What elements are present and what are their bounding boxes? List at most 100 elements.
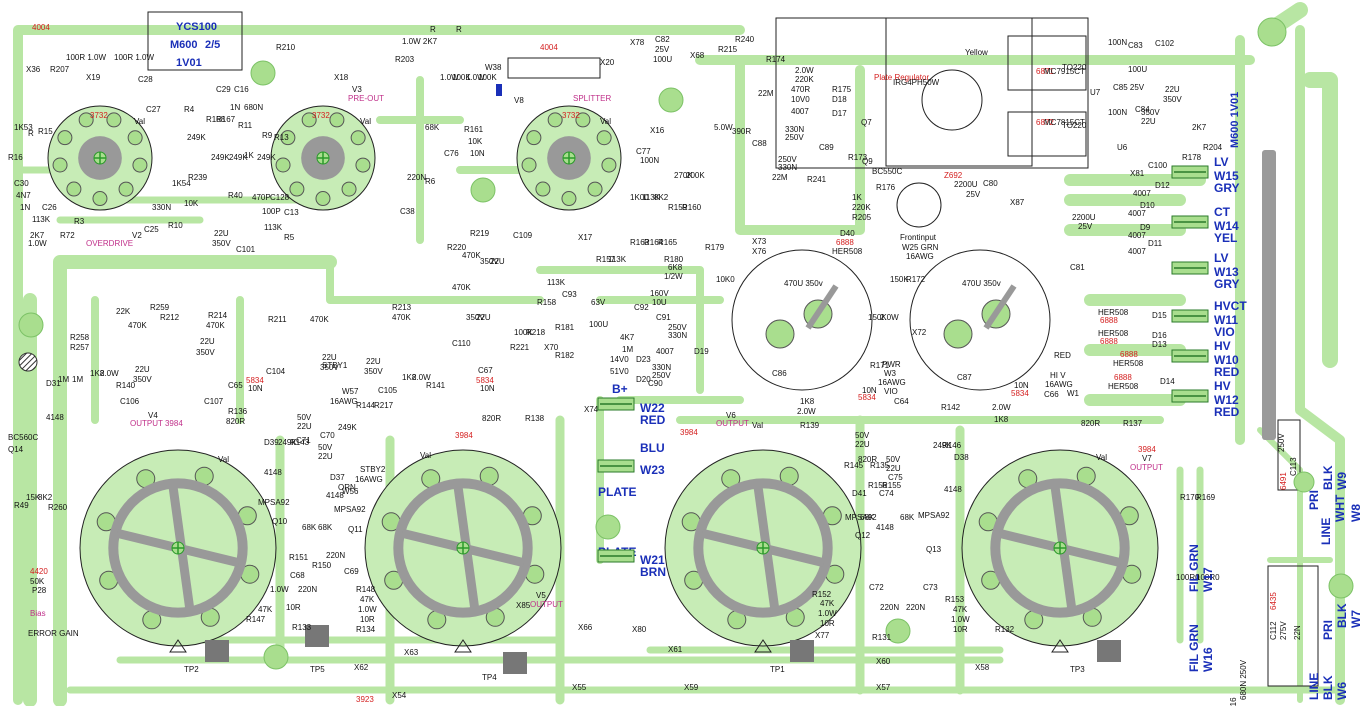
- tube-pin-pad: [596, 130, 612, 146]
- component-label: R72: [60, 231, 75, 240]
- component-label: Val: [600, 117, 611, 126]
- component-label: R170: [1180, 493, 1200, 502]
- component-label: 16AWG: [878, 378, 906, 387]
- tube-pin-pad: [275, 157, 291, 173]
- component-label: R11: [238, 121, 253, 130]
- component-label: 22U: [1141, 117, 1156, 126]
- component-label: V2: [132, 231, 142, 240]
- component-label: 1.0W: [358, 605, 377, 614]
- component-label: 6888: [1120, 350, 1138, 359]
- component-label: R203: [395, 55, 415, 64]
- w7-label: W7: [1349, 610, 1363, 628]
- component-label: 2K7: [1192, 123, 1207, 132]
- component-label: 15K: [26, 493, 41, 502]
- wire-terminal-w21: W21 BRN: [597, 549, 666, 579]
- component-label: D9: [1140, 223, 1151, 232]
- component-label: 50V: [886, 455, 901, 464]
- component-label: R178: [1182, 153, 1202, 162]
- component-label: W3: [884, 369, 897, 378]
- component-label: 1M: [622, 345, 633, 354]
- component-label: 220N: [298, 585, 317, 594]
- tube-pin-pad: [350, 130, 366, 146]
- component-label: 16AWG: [355, 475, 383, 484]
- component-label: C25: [144, 225, 159, 234]
- tube-pin-pad: [106, 112, 122, 128]
- component-label: 220N: [326, 551, 345, 560]
- component-label: Val: [752, 421, 763, 430]
- tube-retainer-ring: [693, 478, 833, 618]
- component-label: C67: [478, 366, 493, 375]
- component-label: R181: [555, 323, 575, 332]
- component-label: 3732: [312, 111, 330, 120]
- component-label: 4004: [32, 23, 50, 32]
- component-label: D18: [832, 95, 847, 104]
- filter-cap-clip: [983, 284, 1017, 330]
- fil-grn2-label: FIL GRN: [1187, 624, 1201, 672]
- component-label: 68K: [318, 523, 333, 532]
- component-label: Q14: [8, 445, 24, 454]
- tube-pin-pad: [561, 191, 577, 207]
- component-label: 25V: [966, 190, 981, 199]
- component-label: C81: [1070, 263, 1085, 272]
- w17-label: W17: [1201, 567, 1215, 592]
- wire-terminal-net: CT: [1214, 205, 1231, 219]
- component-label: X80: [632, 625, 647, 634]
- component-label: 25V: [655, 45, 670, 54]
- component-label: Q12: [855, 531, 871, 540]
- component-label: 1K8: [800, 397, 815, 406]
- component-label: R15: [38, 127, 53, 136]
- component-label: C16: [234, 85, 249, 94]
- component-label: 2.0W: [100, 369, 119, 378]
- wire-terminal-color: RED: [1214, 365, 1240, 379]
- component-label: C109: [513, 231, 533, 240]
- component-label: 10K0: [716, 275, 735, 284]
- component-label: R137: [1123, 419, 1143, 428]
- component-label: 6888: [1100, 337, 1118, 346]
- component-label: 2K7: [30, 231, 45, 240]
- component-label: X76: [752, 247, 767, 256]
- component-label: X78: [630, 38, 645, 47]
- c112-label: C112: [1269, 621, 1278, 640]
- component-label: C68: [290, 571, 305, 580]
- component-label: C101: [236, 245, 256, 254]
- u7-regulator: [1007, 35, 1087, 91]
- component-label: TP4: [482, 673, 497, 682]
- component-label: 330N: [152, 203, 171, 212]
- component-label: TP1: [770, 665, 785, 674]
- component-label: 1.0W: [28, 239, 47, 248]
- component-label: 250V: [668, 323, 687, 332]
- component-label: R5: [284, 233, 295, 242]
- component-label: 2.0W: [992, 403, 1011, 412]
- component-label: R151: [289, 553, 309, 562]
- component-label: R214: [208, 311, 228, 320]
- component-label: 150K: [890, 275, 909, 284]
- component-label: R174: [766, 55, 786, 64]
- component-label: 10R: [820, 619, 835, 628]
- component-label: Q11: [348, 525, 363, 534]
- tube-key-marker: [454, 639, 472, 653]
- component-label: X73: [752, 237, 767, 246]
- component-label: 68K: [860, 513, 875, 522]
- component-label: Z692: [944, 171, 963, 180]
- component-label: 22M: [772, 173, 788, 182]
- component-label: 10V0: [791, 95, 810, 104]
- component-label: 14V0: [610, 355, 629, 364]
- component-label: X55: [572, 683, 587, 692]
- component-label: 3984: [1138, 445, 1156, 454]
- component-label: D17: [832, 109, 847, 118]
- component-label: R219: [470, 229, 490, 238]
- component-label: 4007: [1128, 247, 1146, 256]
- w16-label: W16: [1201, 647, 1215, 672]
- component-label: 100U: [589, 320, 608, 329]
- component-label: 5834: [1011, 389, 1029, 398]
- component-label: X54: [392, 691, 407, 700]
- component-label: 100N: [1108, 38, 1127, 47]
- tube-key-marker: [1051, 639, 1069, 653]
- component-label: Bias: [30, 609, 46, 618]
- c113-code: 6491: [1279, 472, 1288, 490]
- wire-terminal-color: YEL: [1214, 231, 1237, 245]
- component-label: V6: [726, 411, 736, 420]
- component-label: P28: [32, 586, 47, 595]
- component-label: C70: [320, 431, 335, 440]
